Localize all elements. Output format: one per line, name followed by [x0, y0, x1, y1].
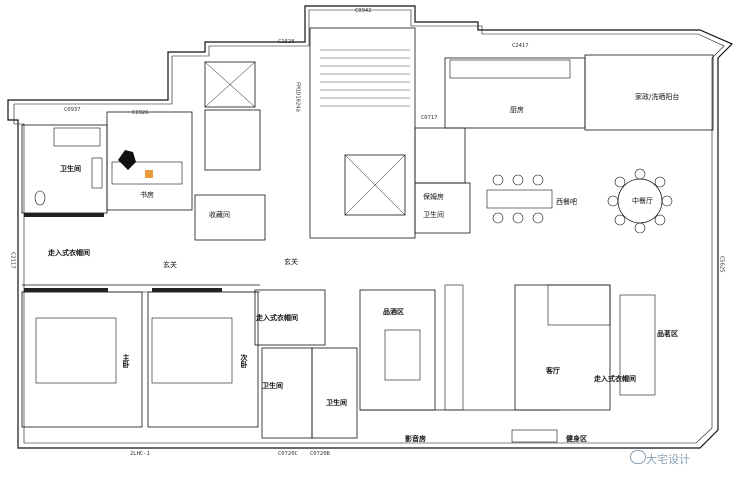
dining-chairs	[607, 168, 673, 234]
room-walkin-closet-top: 走入式衣帽间	[48, 249, 90, 257]
room-dining: 中餐厅	[632, 197, 653, 205]
wechat-icon	[630, 450, 646, 464]
room-living: 客厅	[546, 367, 560, 375]
sofa	[547, 284, 611, 326]
room-foyer-small: 玄关	[163, 261, 177, 269]
room-study: 书房	[140, 191, 154, 199]
western-bar-table	[486, 189, 553, 209]
kitchen-counter	[449, 59, 571, 79]
bar-stools	[492, 174, 544, 224]
room-kitchen: 厨房	[510, 106, 524, 114]
outer-wall-inner	[13, 9, 725, 444]
laundry-balcony-wall	[584, 54, 714, 131]
room-laundry-balcony: 家政/洗晒阳台	[635, 93, 680, 101]
dim-c1528: C1528	[278, 39, 295, 45]
room-wine-area: 品酒区	[383, 308, 404, 316]
living-room-wall	[514, 284, 611, 411]
dim-c5625: C5625	[718, 256, 725, 273]
storage-wall	[194, 194, 266, 241]
wine-bar	[384, 329, 421, 381]
room-western-dining: 西餐吧	[556, 198, 577, 206]
dim-c0937: C0937	[64, 107, 81, 113]
room-master-bedroom: 主卧	[122, 354, 130, 368]
dim-bottom-left: 2LHC-1	[130, 451, 150, 457]
closet-mid-wall	[254, 289, 326, 346]
watermark: 大宅设计	[646, 453, 690, 466]
room-maid-bath: 卫生间	[423, 211, 444, 219]
dim-c0717: C0717	[421, 115, 438, 121]
room-bathroom-mid: 卫生间	[262, 382, 283, 390]
lift-shaft-left	[204, 61, 256, 108]
room-second-bedroom: 次卧	[240, 354, 248, 368]
study-lamp	[145, 170, 153, 178]
dim-c2417: C2417	[512, 43, 529, 49]
room-maid: 保姆房	[423, 193, 444, 201]
room-storage: 收藏间	[209, 211, 230, 219]
dim-c1926: C1926	[132, 110, 149, 116]
bath-mid-wall	[261, 347, 313, 439]
study-chair	[118, 150, 136, 170]
study-wall	[106, 111, 193, 211]
room-tea-area: 品茗区	[657, 330, 678, 338]
study-desk	[111, 161, 183, 185]
room-foyer: 玄关	[284, 258, 298, 266]
master-bed	[35, 317, 117, 384]
room-walkin-closet-right: 走入式衣帽间	[594, 375, 636, 383]
room-audio-room: 影音房	[405, 435, 426, 443]
room-bathroom-bottom: 卫生间	[326, 399, 347, 407]
maid-bath-wall	[414, 127, 466, 184]
dim-fm: FM1D1024a	[294, 82, 301, 112]
dim-c2117: C2117	[9, 252, 16, 269]
tv-wall	[444, 284, 464, 411]
second-bed	[151, 317, 233, 384]
kitchen-wall	[444, 57, 586, 129]
room-walkin-closet-mid: 走入式衣帽间	[256, 314, 298, 322]
toilet-left	[34, 190, 46, 206]
room-bathroom-left: 卫生间	[60, 165, 81, 173]
dim-c0720a: C0720C	[278, 451, 298, 457]
tea-area-table	[619, 294, 656, 396]
sink-left	[91, 157, 103, 189]
room-gym: 健身区	[566, 435, 587, 443]
lift-room	[204, 109, 261, 171]
maid-room-wall	[414, 182, 471, 234]
elevator-shaft	[344, 154, 406, 216]
bath-bottom-wall	[311, 347, 358, 439]
stair-core	[309, 27, 416, 239]
dim-c0720b: C0720B	[310, 451, 330, 457]
dim-top-window: C0942	[355, 8, 372, 14]
gym-bench	[511, 429, 558, 443]
bathtub	[53, 127, 101, 147]
closet-hatches	[24, 213, 222, 292]
